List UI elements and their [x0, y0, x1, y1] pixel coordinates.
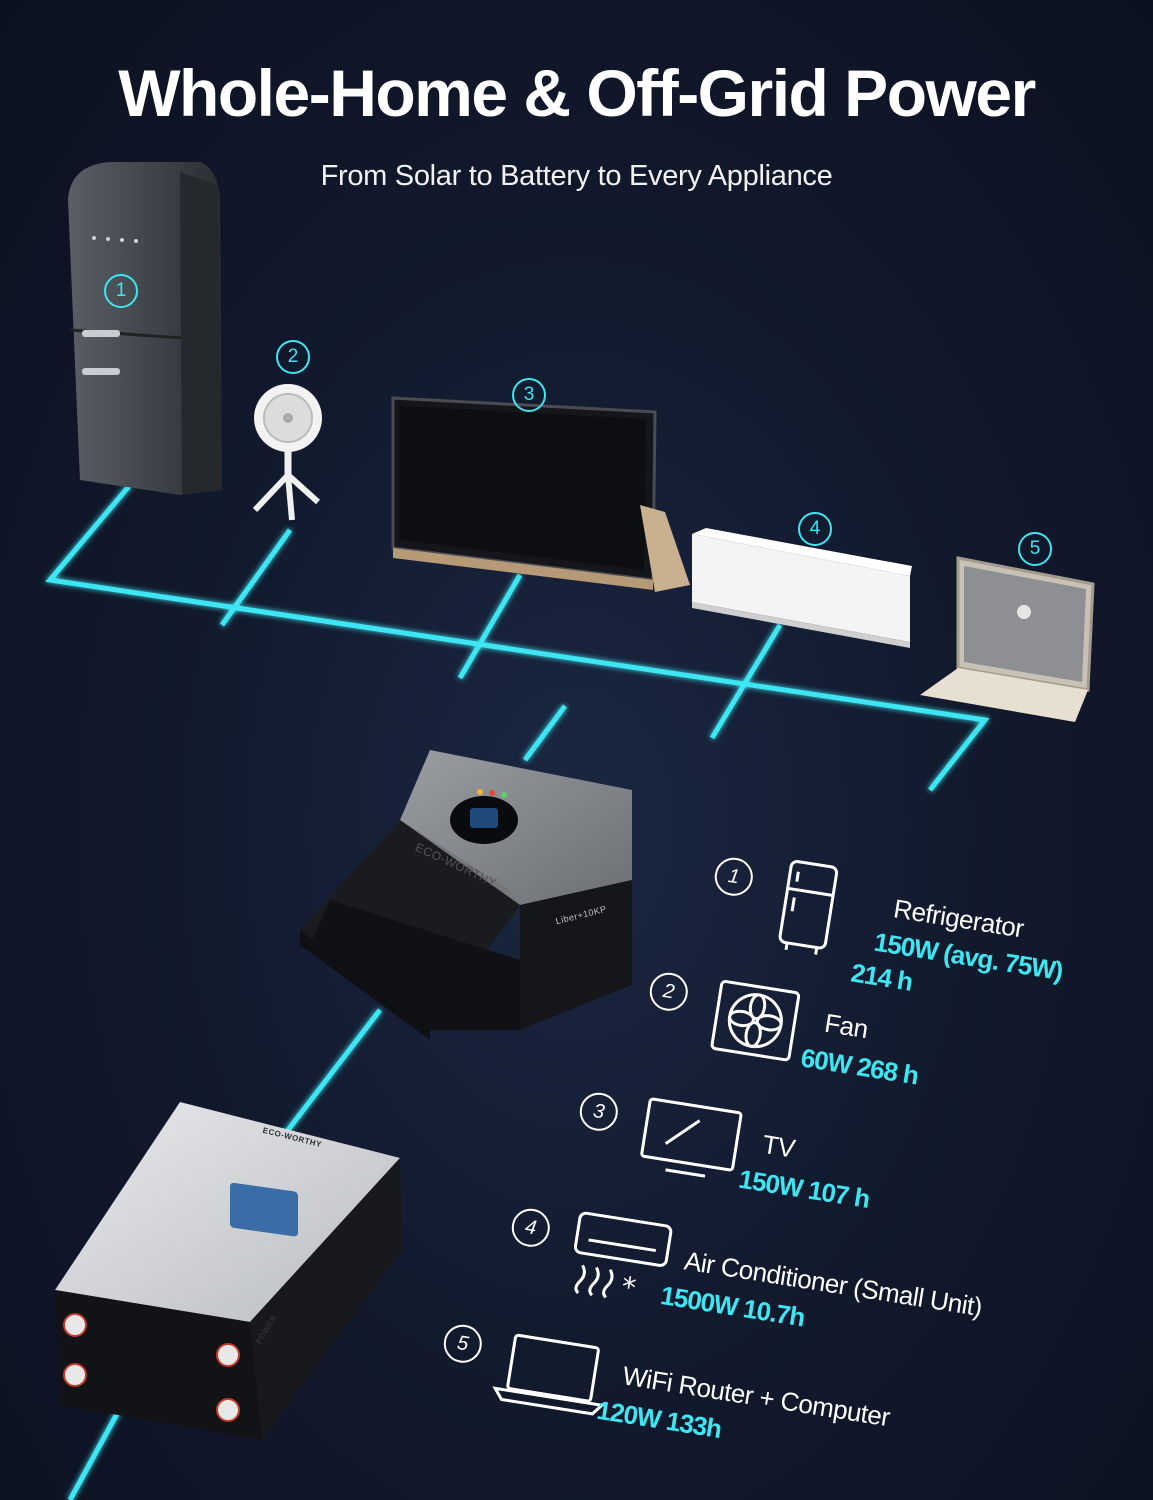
page-title: Whole-Home & Off-Grid Power: [118, 56, 1036, 130]
air-conditioner-device: [692, 528, 912, 648]
refrigerator-icon: [778, 860, 839, 955]
fan-device: [252, 384, 322, 521]
appliance-badge-1: 1: [104, 274, 138, 308]
battery-device: [55, 1102, 402, 1440]
tv-device: [391, 396, 690, 592]
appliance-badge-4: 4: [798, 512, 832, 546]
tv-icon: [640, 1097, 743, 1178]
item-name: TV: [760, 1128, 797, 1164]
power-wiring: [45, 483, 990, 1500]
laptop-icon: [492, 1333, 606, 1416]
appliance-badge-5: 5: [1018, 532, 1052, 566]
laptop-device: [920, 556, 1095, 722]
inverter-device: [300, 750, 632, 1040]
svg-text:*: *: [619, 1270, 638, 1305]
fan-icon: [710, 980, 801, 1062]
refrigerator-device: [68, 162, 222, 495]
item-name: Fan: [822, 1007, 871, 1045]
page-subtitle: From Solar to Battery to Every Appliance: [320, 160, 833, 192]
air-conditioner-icon: *: [573, 1211, 673, 1305]
appliance-badge-2: 2: [276, 340, 310, 374]
appliance-badge-3: 3: [512, 378, 546, 412]
